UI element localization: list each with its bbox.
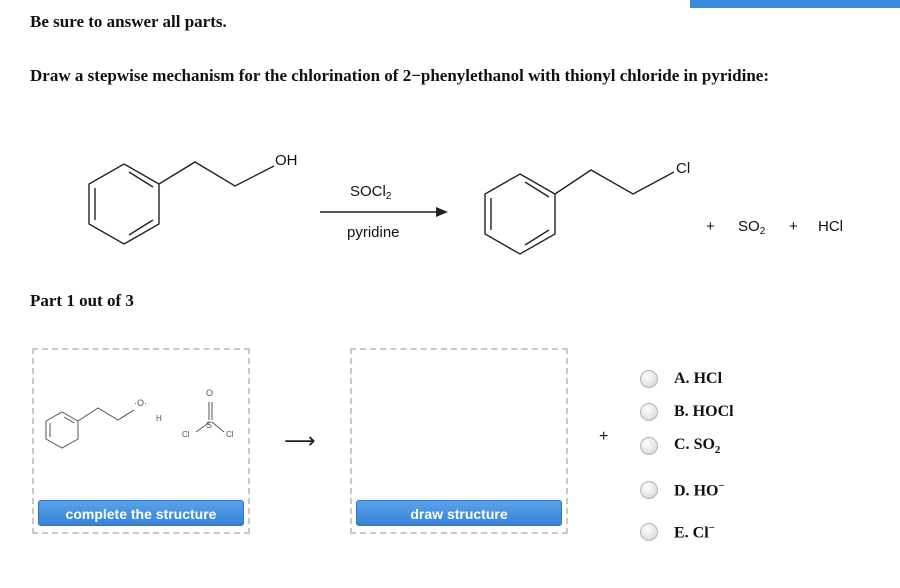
reaction-scheme (88, 161, 675, 255)
plus-sign-1: + (706, 218, 715, 235)
radio-option-a[interactable] (640, 370, 658, 388)
answer-plus-sign: + (599, 428, 609, 445)
solvent-label: pyridine (347, 224, 400, 241)
reactant-benzene-ring (88, 163, 160, 245)
radio-option-c[interactable] (640, 437, 658, 455)
mechanism-arrow: ⟶ (284, 428, 316, 453)
option-b[interactable]: B. HOCl (640, 400, 734, 424)
option-a[interactable]: A. HCl (640, 367, 722, 391)
product-cl-label: Cl (676, 160, 691, 177)
reagent-label: SOCl2 (350, 183, 392, 202)
draw-structure-button[interactable]: draw structure (356, 500, 562, 526)
box1-hydrogen-label: H (156, 414, 162, 423)
byproduct-so2-label: SO2 (738, 218, 766, 237)
structure-box-1[interactable]: ·O· H O S Cl Cl (32, 348, 250, 534)
box1-sulfonyl-oxygen-label: O (206, 388, 214, 398)
box1-chlorine-right-label: Cl (226, 430, 234, 439)
box1-chlorine-left-label: Cl (182, 430, 190, 439)
plus-sign-2: + (789, 218, 798, 235)
radio-option-b[interactable] (640, 403, 658, 421)
complete-structure-button[interactable]: complete the structure (38, 500, 244, 526)
box1-sulfur-label: S (206, 420, 213, 430)
instruction-text: Be sure to answer all parts. (30, 12, 227, 31)
option-c[interactable]: C. SO2 (640, 434, 720, 458)
byproduct-hcl-label: HCl (818, 218, 843, 235)
box1-oxygen-label: ·O· (134, 398, 147, 408)
product-benzene-ring (484, 173, 556, 255)
structure-box-2[interactable] (350, 348, 568, 534)
reactant-oh-label: OH (275, 152, 298, 169)
part-label: Part 1 out of 3 (30, 291, 134, 310)
question-text: Draw a stepwise mechanism for the chlori… (30, 66, 769, 85)
product-side-chain (554, 169, 675, 195)
radio-option-d[interactable] (640, 481, 658, 499)
option-d[interactable]: D. HO− (640, 478, 725, 502)
top-accent-bar (690, 0, 900, 8)
option-e[interactable]: E. Cl− (640, 520, 715, 544)
radio-option-e[interactable] (640, 523, 658, 541)
box1-structure-drawing (45, 402, 225, 449)
reactant-side-chain (158, 161, 275, 187)
